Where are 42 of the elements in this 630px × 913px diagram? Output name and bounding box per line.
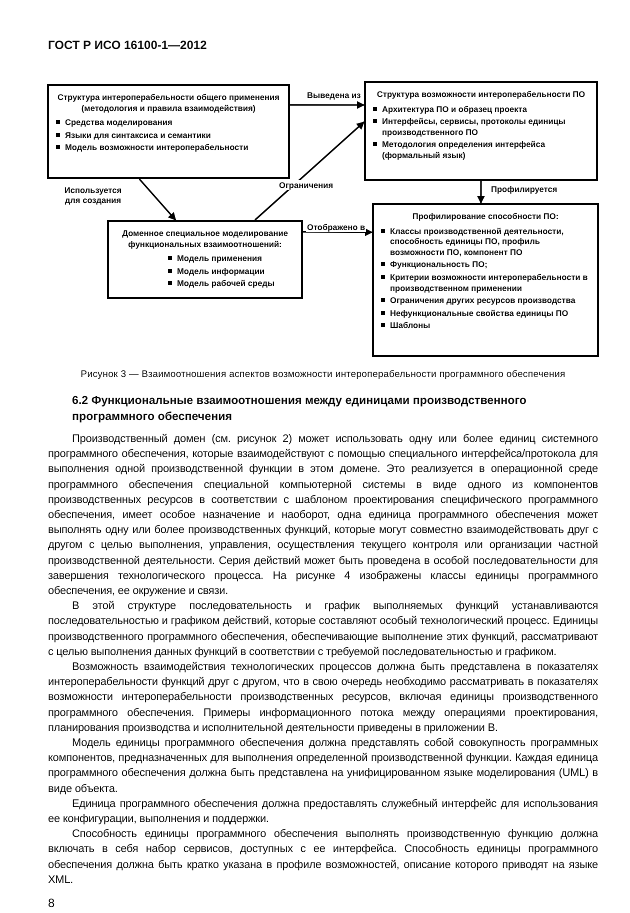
bullet-item: Модель информации — [177, 266, 265, 276]
process-box — [372, 203, 599, 357]
process-box — [364, 81, 598, 181]
paragraph: В этой структуре последовательность и график выполняемых функций устанавливаются последовательностью и графиком действий, которые составляют особый технологический процесс. Единицы производственного программного обеспечения, обеспечивающие выполнение этих функций, рассматривают с целью выполнения данных функций в соответствии с требуемой последовательностью и графиком. — [48, 599, 598, 660]
box-heading: Доменное специальное моделирование функциональных взаимоотношений: — [121, 228, 289, 250]
arrow — [290, 101, 365, 109]
paragraph: Единица программного обеспечения должна предоставлять служебный интерфейс для использования ее конфигурации, выполнения и поддержки. — [48, 796, 598, 828]
box-heading: Профилирование способности ПО: — [411, 211, 560, 222]
process-box — [107, 220, 303, 299]
paragraph: Модель единицы программного обеспечения должна представлять собой совокупность программных компонентов, предназначенных для выполнения определенной производственной функции. Каждая единица программного обеспечения должна быть представлена на унифицированном языке моделирования (UML) в виде объекта. — [48, 736, 598, 797]
bullet-item: Критерии возможности интероперабельности в производственном применении — [390, 272, 588, 293]
arrow — [138, 178, 176, 221]
paragraph: Способность единицы программного обеспечения выполнять производственную функцию должна включать в себя набор сервисов, доступных с ее интерфейса. Способность единицы программного обеспечения должна быть кратко указана в профиле возможностей, описание которого приводят на языке XML. — [48, 827, 598, 888]
bullet-item: Модель применения — [177, 253, 262, 264]
bullet-item: Шаблоны — [390, 320, 430, 330]
bullet-item: Ограничения других ресурсов производства — [390, 295, 576, 306]
bullet-item: Классы производственной деятельности, способность единицы ПО, профиль возможности ПО, компонент ПО — [390, 226, 564, 257]
bullet-item: Методология определения интерфейса (формальный язык) — [382, 139, 546, 160]
figure-caption: Рисунок 3 — Взаимоотношения аспектов возможности интероперабельности программного обеспечения — [80, 369, 566, 380]
edge-label: Ограничения — [278, 180, 334, 190]
box-heading: Структура интероперабельности общего применения (методология и правила взаимодействия) — [56, 92, 280, 114]
bullet-item: Интерфейсы, сервисы, протоколы единицы производственного ПО — [382, 116, 566, 137]
section-heading: 6.2 Функциональные взаимоотношения между единицами производственного программного обеспечения — [71, 393, 528, 424]
edge-label: Выведена из — [306, 90, 362, 100]
edge-label: Профилируется — [490, 184, 558, 194]
edge-label: Отображено в — [306, 222, 366, 232]
bullet-item: Модель рабочей среды — [177, 278, 275, 288]
bullet-item: Языки для синтаксиса и семантики — [65, 130, 211, 140]
paragraph: Возможность взаимодействия технологических процессов должна быть представлена в показателях интероперабельности функций друг с другом, что в свою очередь необходимо рассматривать в показателях возможности интероперабельности производственных ресурсов, включая единицы производственного программного обеспечения. Примеры информационного потока между операциями проектирования, планирования производства и исполнительной деятельности приведены в приложении В. — [48, 660, 598, 736]
paragraph: Производственный домен (см. рисунок 2) может использовать одну или более единиц системного программного обеспечения, которые взаимодействуют с помощью специального интерфейса/протокола для выполнения одной производственной функции в этом домене. Это реализуется в операционной среде программного обеспечения специальной компьютерной системы в виде одного из компонентов производственных ресурсов в соответствии с шаблоном проектирования специфического программного обеспечения, имеет особое назначение и наоборот, одна единица программного обеспечения может выполнять одну или более производственных функций, которые могут совместно взаимодействовать друг с другом с целью выполнения, управления, осуществления текущего контроля или организации частной производственной деятельности. Серия действий может быть проведена в особой последовательности для завершения технологического процесса. На рисунке 4 изображены классы единицы программного обеспечения, ее окружение и связи. — [48, 432, 598, 600]
bullet-item: Средства моделирования — [65, 117, 172, 128]
bullet-item: Нефункциональные свойства единицы ПО — [390, 308, 568, 318]
page-header: ГОСТ Р ИСО 16100-1—2012 — [48, 38, 207, 52]
page-number: 8 — [48, 896, 56, 910]
arrow — [254, 121, 365, 221]
arrow — [303, 228, 373, 236]
process-box — [47, 84, 290, 179]
box-heading: Структура возможности интероперабельности ПО — [376, 89, 586, 100]
bullet-item: Функциональность ПО; — [390, 259, 488, 270]
bullet-item: Архитектура ПО и образец проекта — [382, 104, 527, 114]
arrow — [476, 181, 485, 204]
bullet-item: Модель возможности интероперабельности — [65, 142, 248, 152]
